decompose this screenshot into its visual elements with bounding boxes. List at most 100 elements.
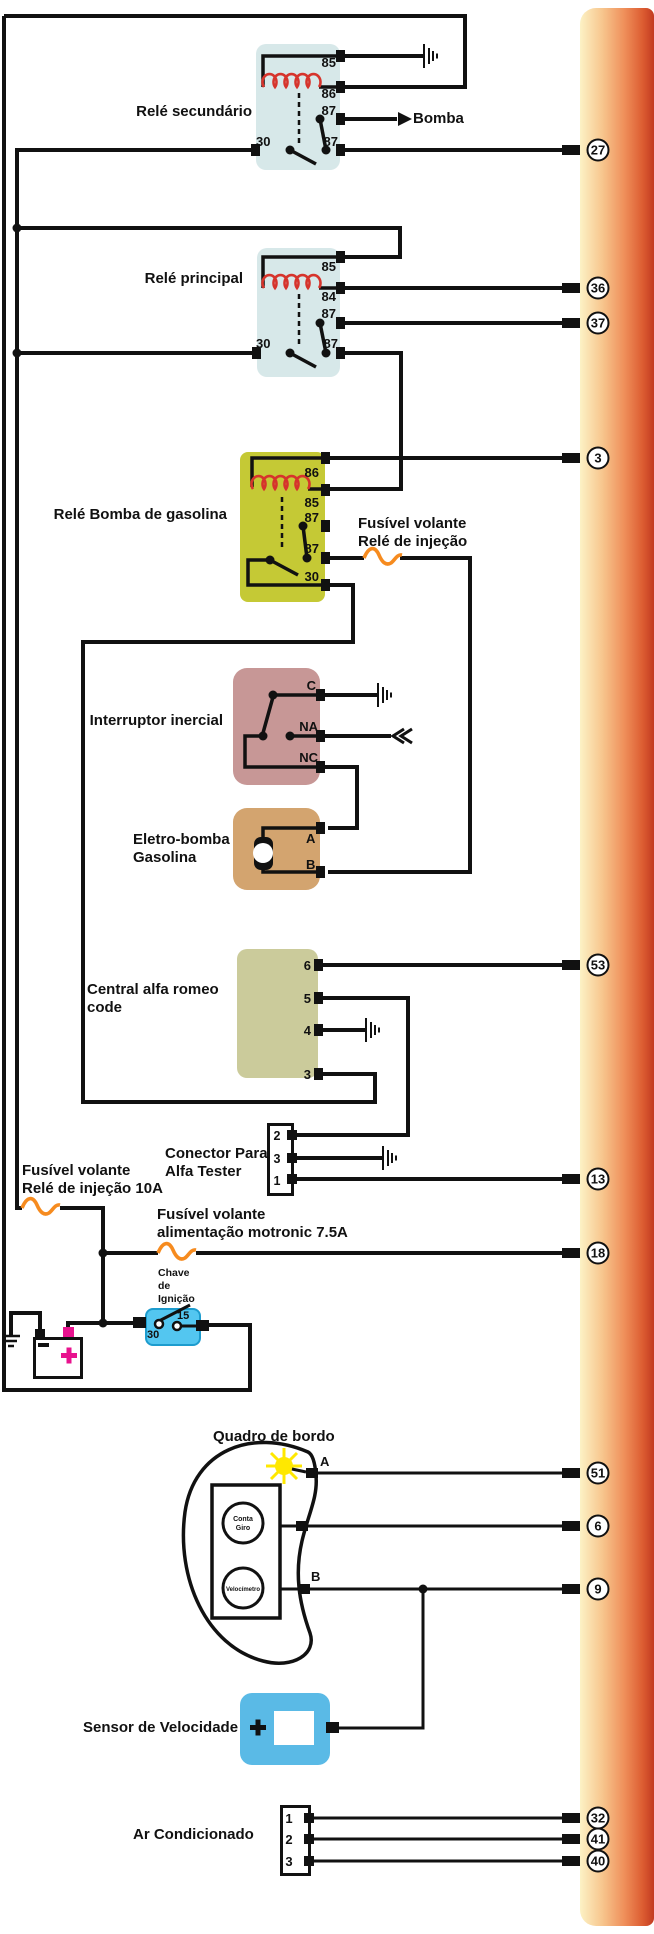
pin-label: 87 [322, 306, 336, 321]
ecu-pin-stub [562, 960, 580, 970]
junction-dot [285, 731, 295, 741]
label-line: Conector Para [165, 1145, 268, 1162]
wire [4, 14, 467, 89]
junction-dot [98, 1318, 108, 1328]
ecu-pin-number: 6 [594, 1519, 601, 1534]
pin-stub [316, 822, 325, 834]
ecu-pin-circle [586, 1577, 610, 1601]
fuse-10a-label: Fusível volante Relé de injeção 10A [22, 1162, 163, 1198]
battery-minus [38, 1343, 49, 1347]
ecu-pin-circle [586, 1167, 610, 1191]
central-alfa-pin-labels: 6 5 4 3 [304, 958, 312, 1082]
ecu-pin-circle [586, 446, 610, 470]
ecu-pin-circle [586, 138, 610, 162]
fuse-motronic-label: Fusível volante alimentação motronic 7.5… [157, 1206, 348, 1242]
junction-dot [321, 145, 331, 155]
pin-stub [287, 1153, 297, 1163]
label-line: alimentação motronic 7.5A [157, 1224, 348, 1241]
gauge-label: Velocímetro [226, 1587, 260, 1593]
relay-coil [261, 273, 322, 291]
ecu-pin-number: 32 [591, 1811, 605, 1826]
ecu-pin-stub [562, 1521, 580, 1531]
pin-label: 4 [304, 1023, 312, 1038]
ecu-pin-number: 53 [591, 958, 605, 973]
wire [327, 351, 403, 491]
wire [338, 1589, 425, 1730]
interruptor-label: Interruptor inercial [89, 712, 223, 729]
pin-stub [336, 251, 345, 263]
relay-secundario-pin-labels: 85 86 87 87 30 [256, 55, 338, 149]
pin-label: 3 [304, 1067, 311, 1082]
pin-stub [321, 452, 330, 464]
ecu-pin-number: 41 [591, 1832, 605, 1847]
pin-label: 30 [305, 569, 319, 584]
relay-secundario-label: Relé secundário [136, 103, 252, 120]
pin-stub [287, 1130, 297, 1140]
pin-stub [314, 1024, 323, 1036]
wire [291, 1467, 307, 1474]
gauge-label: Conta [233, 1516, 253, 1523]
sensor-velocidade-label: Sensor de Velocidade [83, 1719, 239, 1736]
pin-label: 6 [304, 958, 311, 973]
label-line: Relé de injeção [358, 533, 468, 550]
pin-label: 85 [322, 55, 336, 70]
pin-label: NA [299, 719, 318, 734]
junction-dot [302, 553, 312, 563]
pin-stub [304, 1856, 314, 1866]
conector-tester-label: Conector Para Alfa Tester [165, 1145, 268, 1181]
pin-stub [296, 1521, 308, 1531]
junction-dot [265, 555, 275, 565]
ar-condicionado-label: Ar Condicionado [133, 1826, 254, 1843]
junction-dot [298, 521, 308, 531]
dashboard-outline [181, 1440, 318, 1665]
label-line: Relé de injeção 10A [22, 1180, 163, 1197]
pin-label: 87 [322, 103, 336, 118]
ecu-pin-number: 9 [594, 1582, 601, 1597]
ecu-pin-circle [586, 311, 610, 335]
ecu-pin-circle [586, 1849, 610, 1873]
pin-stub [304, 1834, 314, 1844]
pump-motor-icon [253, 837, 273, 870]
pin-stub [316, 689, 325, 701]
ecu-pin-stub [562, 1813, 580, 1823]
junction-dot [258, 731, 268, 741]
junction-dot [98, 1248, 108, 1258]
gauge-label: Giro [236, 1525, 250, 1532]
speedometer-gauge [221, 1566, 265, 1610]
pin-stub [316, 730, 325, 742]
pin-label: 85 [322, 259, 336, 274]
pin-label: 86 [322, 86, 336, 101]
wire [17, 226, 402, 259]
pin-label: 3 [285, 1854, 292, 1869]
pin-label: 87 [324, 336, 338, 351]
pin-label: 87 [305, 510, 319, 525]
eletro-bomba-body [233, 808, 320, 890]
relay-coil [250, 474, 311, 492]
pin-stub [196, 1320, 209, 1331]
pin-stub [251, 144, 260, 156]
wire [297, 996, 410, 1137]
fuse-icon [20, 1196, 61, 1216]
ecu-pin-stub [562, 318, 580, 328]
junction-dot [12, 223, 22, 233]
ecu-pin-circle [586, 1241, 610, 1265]
wire [250, 456, 323, 487]
wire [246, 558, 323, 587]
ecu-pin-stub [562, 145, 580, 155]
quadro-de-bordo-label: Quadro de bordo [213, 1428, 335, 1445]
pin-stub [336, 282, 345, 294]
pin-stub [336, 81, 345, 93]
continuation-arrow-icon [390, 727, 413, 745]
pin-stub [306, 1468, 318, 1478]
ecu-pin-circle [586, 1514, 610, 1538]
wire [9, 1311, 42, 1336]
pin-stub [336, 50, 345, 62]
quadro-pin-labels: A B [311, 1454, 330, 1584]
conector-pin-labels: 2 3 1 [274, 1129, 281, 1188]
wire [320, 765, 359, 830]
chave-pin-labels: 30 15 [147, 1310, 189, 1341]
pin-stub [252, 347, 261, 359]
ecu-pin-stub [562, 1584, 580, 1594]
label-line: Eletro-bomba [133, 831, 230, 848]
ecu-pin-stub [562, 453, 580, 463]
